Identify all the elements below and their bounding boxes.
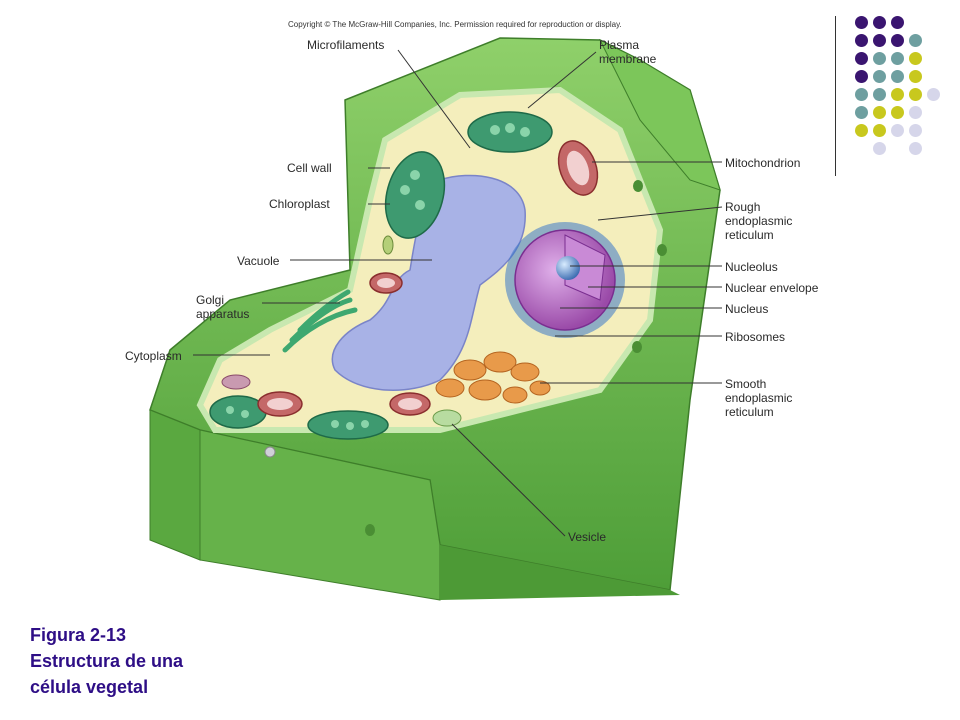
nucleus-group (505, 222, 625, 338)
decorative-dot (909, 88, 922, 101)
decorative-dot (855, 70, 868, 83)
decorative-dot (891, 88, 904, 101)
vacuole (331, 174, 526, 391)
decorative-dot (873, 34, 886, 47)
label-vesicle: Vesicle (568, 530, 607, 544)
vesicle (432, 409, 462, 427)
caption-line-3: célula vegetal (30, 677, 149, 697)
label-rough-er: Rough endoplasmic reticulum (725, 200, 793, 242)
decorative-dot (909, 52, 922, 65)
decorative-dot (873, 142, 886, 155)
decorative-dot (855, 88, 868, 101)
decorative-dot (873, 70, 886, 83)
decorative-dot (873, 124, 886, 137)
label-nuclear-envelope: Nuclear envelope (725, 281, 819, 295)
label-ribosomes: Ribosomes (725, 330, 786, 344)
decorative-dot (873, 52, 886, 65)
leader-lines (193, 49, 723, 537)
label-golgi-apparatus: Golgi apparatus (196, 293, 250, 321)
label-vacuole: Vacuole (237, 254, 280, 268)
decorative-dot (891, 106, 904, 119)
decorative-dot (909, 70, 922, 83)
decorative-dot (873, 106, 886, 119)
decorative-dot (927, 88, 940, 101)
decorative-dot (909, 142, 922, 155)
decorative-dot (873, 16, 886, 29)
decorative-dot (909, 106, 922, 119)
nucleolus (556, 256, 580, 280)
decorative-dot (891, 52, 904, 65)
decorative-dot (909, 124, 922, 137)
label-chloroplast: Chloroplast (269, 197, 330, 211)
decorative-dot (909, 34, 922, 47)
smooth-er (435, 351, 551, 404)
decorative-dot (855, 106, 868, 119)
label-nucleolus: Nucleolus (725, 260, 778, 274)
decorative-dot (873, 88, 886, 101)
decorative-dot (855, 52, 868, 65)
copyright-notice: Copyright © The McGraw-Hill Companies, I… (288, 20, 622, 29)
decorative-dot (891, 70, 904, 83)
decorative-dot (891, 34, 904, 47)
decorative-dot (891, 16, 904, 29)
golgi-apparatus (282, 289, 358, 353)
label-microfilaments: Microfilaments (307, 38, 385, 52)
caption-line-2: Estructura de una (30, 651, 184, 671)
caption-line-1: Figura 2-13 (30, 625, 127, 645)
label-smooth-er: Smooth endoplasmic reticulum (725, 377, 793, 419)
decorative-vertical-rule (835, 16, 836, 176)
figure-caption: Figura 2-13 Estructura de una célula veg… (30, 622, 183, 700)
decorative-dot (855, 16, 868, 29)
label-plasma-membrane: Plasma membrane (599, 38, 657, 66)
decorative-dot (855, 124, 868, 137)
label-mitochondrion: Mitochondrion (725, 156, 801, 170)
label-nucleus: Nucleus (725, 302, 769, 316)
decorative-dot (855, 34, 868, 47)
label-cytoplasm: Cytoplasm (125, 349, 182, 363)
label-cell-wall: Cell wall (287, 161, 332, 175)
decorative-dot (891, 124, 904, 137)
